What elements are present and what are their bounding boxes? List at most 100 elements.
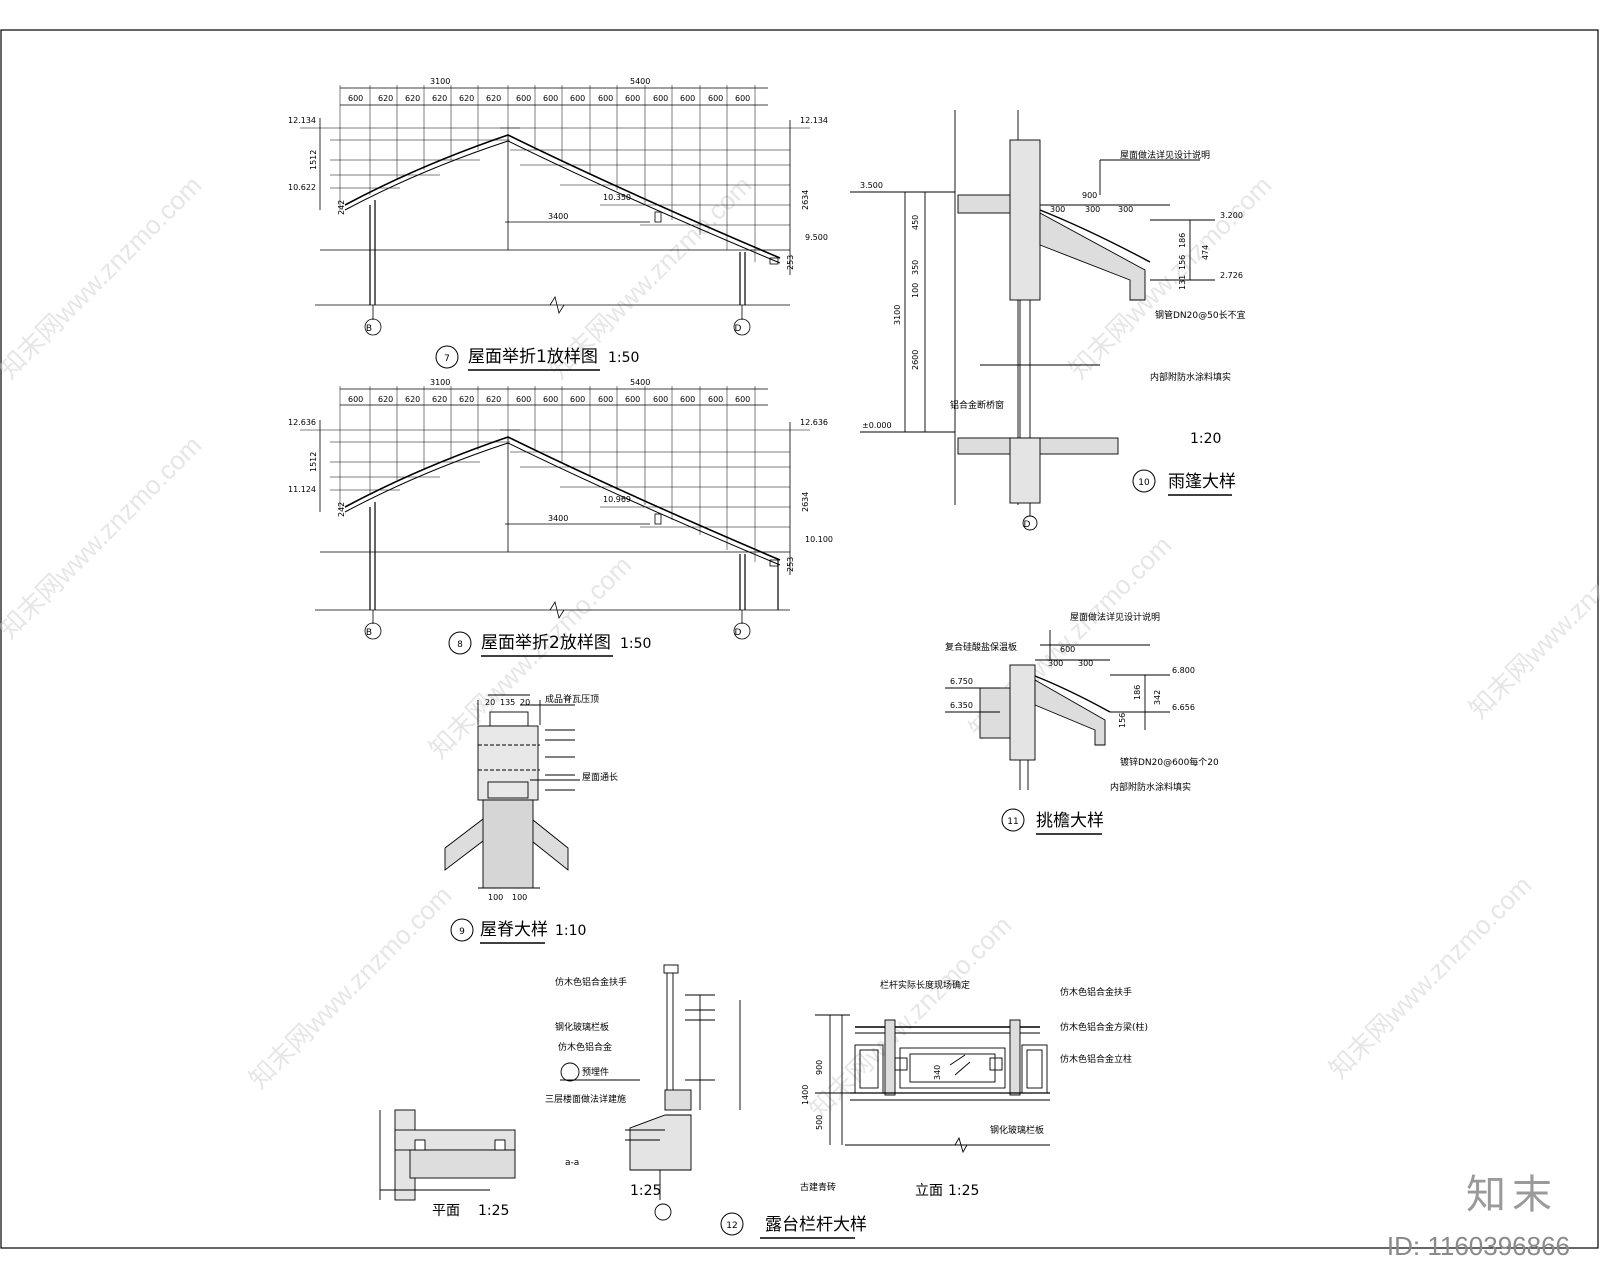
- watermark-text: 知末网www.znzmo.com: [1463, 510, 1600, 724]
- note-right: 仿木色铝合金方梁(柱): [1060, 1021, 1148, 1033]
- dim-seg: 620: [378, 94, 393, 103]
- detail-title: 屋脊大样: [480, 920, 548, 940]
- brand-logo: 知末: [1466, 1172, 1558, 1218]
- elev-r2: 2.726: [1220, 271, 1243, 280]
- dim-seg: 600: [516, 94, 531, 103]
- detail-number: 7: [444, 354, 450, 364]
- dim-top: 300: [1050, 205, 1065, 214]
- elev-mid: 10.969: [603, 495, 631, 504]
- detail-scale: 1:50: [608, 350, 639, 366]
- note-insulation: 复合硅酸盐保温板: [945, 641, 1017, 653]
- dim-h1: 1512: [309, 452, 318, 472]
- dim-seg: 600: [570, 395, 585, 404]
- dim-span-mid: 3400: [548, 212, 568, 221]
- plan-scale: 1:25: [478, 1203, 509, 1219]
- detail-scale: 1:10: [555, 923, 586, 939]
- dim-left: 3100: [893, 305, 902, 325]
- axis-label-d: D: [1024, 520, 1031, 530]
- dim-right: 131: [1178, 275, 1187, 290]
- dim-seg: 600: [708, 94, 723, 103]
- dim-seg: 620: [459, 395, 474, 404]
- note-roof: 屋面做法详见设计说明: [1120, 149, 1210, 161]
- dim-seg: 600: [543, 94, 558, 103]
- dim-seg: 600: [516, 395, 531, 404]
- detail-9-labels: 20 135 20 100 100 成品脊瓦压顶 屋面通长 9 屋脊大样 1:1…: [450, 693, 618, 944]
- dim-top: 600: [1060, 645, 1075, 654]
- detail-scale: 1:50: [620, 636, 651, 652]
- detail-10-labels: 3.500 ±0.000 3.200 2.726 450 350 100 260…: [860, 149, 1246, 530]
- dim-right: 186: [1133, 685, 1142, 700]
- dim-h2: 2634: [801, 492, 810, 512]
- detail-number-circle: [448, 631, 472, 655]
- dim-span-left: 3100: [430, 378, 450, 387]
- dim-top: 20: [520, 698, 530, 707]
- dim-h3: 242: [337, 502, 346, 517]
- sheet-border: [0, 29, 1599, 1249]
- dim-top: 300: [1118, 205, 1133, 214]
- note-left: 仿木色铝合金扶手: [555, 976, 627, 988]
- note-left: 预埋件: [582, 1066, 609, 1078]
- note-roof: 屋面做法详见设计说明: [1070, 611, 1160, 623]
- note-fill: 内部附防水涂料填实: [1150, 371, 1231, 383]
- detail-7-roof-section: [300, 85, 810, 336]
- dim-seg: 620: [486, 395, 501, 404]
- note-left: 仿木色铝合金: [558, 1041, 612, 1053]
- detail-title: 雨篷大样: [1168, 472, 1236, 492]
- dim-h3: 242: [337, 200, 346, 215]
- dim-top: 135: [500, 698, 515, 707]
- watermark-text: 知末网www.znzmo.com: [1323, 870, 1537, 1084]
- elev-dim: 340: [933, 1065, 942, 1080]
- detail-number: 9: [459, 927, 465, 937]
- dim-seg: 600: [625, 395, 640, 404]
- note-fill: 内部附防水涂料填实: [1110, 781, 1191, 793]
- note-window: 铝合金断桥窗: [950, 399, 1004, 411]
- detail-title: 屋面举折2放样图: [481, 633, 611, 653]
- note-right: 钢化玻璃栏板: [990, 1124, 1044, 1136]
- note-pipe: 钢管DN20@50长不宜: [1155, 309, 1246, 321]
- detail-number-circle: [720, 1212, 744, 1236]
- dim-right: 474: [1201, 245, 1210, 260]
- dim-seg: 600: [348, 395, 363, 404]
- elev-top: 3.500: [860, 181, 883, 190]
- dim-top: 300: [1078, 659, 1093, 668]
- note-right: 古建青砖: [800, 1181, 836, 1193]
- dim-top: 300: [1085, 205, 1100, 214]
- watermark-text: 知末网www.znzmo.com: [1063, 170, 1277, 384]
- detail-number: 8: [457, 640, 463, 650]
- detail-number-circle: [1001, 808, 1025, 832]
- dim-seg: 600: [735, 94, 750, 103]
- detail-7-labels: 3100 5400 600 620 620 620 620 620 600 60…: [288, 77, 828, 371]
- dim-top: 300: [1048, 659, 1063, 668]
- note-left: 钢化玻璃栏板: [555, 1021, 609, 1033]
- dim-top: 900: [1082, 191, 1097, 200]
- dim-seg: 600: [680, 94, 695, 103]
- detail-number-circle: [1132, 469, 1156, 493]
- elev-r1: 3.200: [1220, 211, 1243, 220]
- dim-right: 342: [1153, 690, 1162, 705]
- elev-left-mid: 11.124: [288, 485, 316, 494]
- elev-left-top: 12.636: [288, 418, 316, 427]
- dim-seg: 620: [459, 94, 474, 103]
- axis-label-d: D: [735, 628, 742, 638]
- dim-right: 156: [1178, 255, 1187, 270]
- detail-title: 露台栏杆大样: [765, 1215, 867, 1235]
- elev-1: 6.750: [950, 677, 973, 686]
- detail-number: 10: [1138, 478, 1150, 488]
- note-right: 仿木色铝合金扶手: [1060, 986, 1132, 998]
- elev-dim: 500: [815, 1115, 824, 1130]
- detail-8-labels: 3100 5400 600 620 620 620 620 620 600 60…: [288, 378, 833, 657]
- dim-h2: 2634: [801, 190, 810, 210]
- detail-title: 屋面举折1放样图: [468, 347, 598, 367]
- detail-scale: 1:20: [1190, 431, 1221, 447]
- detail-number-circle: [435, 345, 459, 369]
- elev-right-low: 9.500: [805, 233, 828, 242]
- note-right: 仿木色铝合金立柱: [1060, 1053, 1132, 1065]
- elev-right-low: 10.100: [805, 535, 833, 544]
- elev-r2: 6.656: [1172, 703, 1195, 712]
- note-top: 栏杆实际长度现场确定: [880, 979, 970, 991]
- detail-9-ridge: [444, 694, 580, 889]
- dim-h4: 253: [786, 255, 795, 270]
- watermark-text: 知末网www.znzmo.com: [0, 430, 207, 644]
- axis-label-d: D: [735, 324, 742, 334]
- watermark-text: 知末网www.znzmo.com: [803, 910, 1017, 1124]
